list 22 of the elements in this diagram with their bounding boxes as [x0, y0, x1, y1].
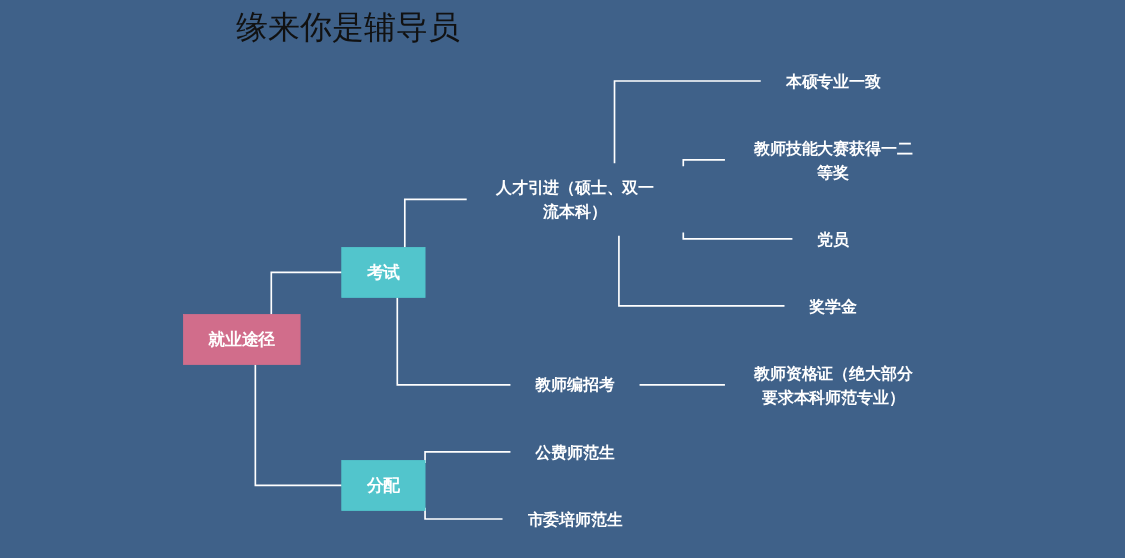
connector: [682, 231, 794, 240]
node-text: 教师编招考: [535, 375, 615, 394]
node-text: 教师技能大赛获得一二等奖: [754, 138, 913, 181]
node-text: 市委培师范生: [527, 509, 623, 528]
node-text: 奖学金: [809, 296, 857, 315]
node-text: 公费师范生: [535, 442, 615, 461]
node-text: 人才引进（硕士、双一流本科）: [495, 178, 655, 221]
connector: [613, 80, 762, 164]
node-text: 本硕专业一致: [785, 71, 881, 90]
node-text: 党员: [817, 229, 850, 248]
connector: [403, 198, 468, 249]
connector: [254, 363, 343, 487]
node-text: 教师资格证（绝大部分要求本科师范专业）: [754, 363, 913, 406]
connector: [682, 159, 726, 168]
connector: [638, 384, 726, 386]
connector: [396, 296, 512, 386]
connector: [270, 271, 343, 316]
title: 缘来你是辅导员: [236, 7, 460, 48]
node-box: 分配: [341, 460, 426, 511]
node-box: 考试: [341, 247, 426, 298]
node-box: 就业途径: [183, 314, 301, 365]
connector: [618, 234, 786, 307]
